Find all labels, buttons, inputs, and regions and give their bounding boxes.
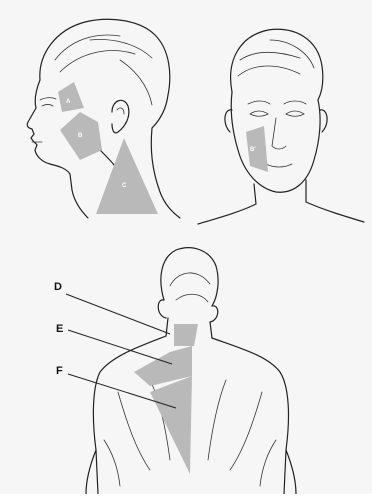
region-a — [58, 82, 84, 112]
callout-e: E — [56, 323, 63, 335]
back-ear-left — [158, 300, 166, 318]
back-torso-left — [93, 336, 166, 494]
face-front-view: B' — [198, 29, 364, 224]
face-front-neck-left — [198, 184, 256, 224]
face-front-hair — [231, 29, 323, 100]
face-front-brow-left — [248, 101, 270, 104]
back-arm-left — [86, 450, 96, 494]
region-b-prime-label: B' — [250, 147, 256, 153]
hair-stroke — [240, 52, 300, 60]
region-a-label: A — [66, 99, 71, 105]
back-hair-stroke — [176, 294, 208, 302]
hair-stroke — [238, 66, 300, 76]
head-side-ear — [112, 100, 129, 133]
region-c-label: C — [122, 183, 127, 189]
head-side-neck-front — [72, 190, 88, 218]
back-muscle-line — [104, 440, 120, 486]
region-f — [150, 376, 192, 474]
face-front-mouth — [266, 164, 292, 167]
face-front-brow-right — [284, 101, 306, 104]
back-head — [161, 248, 218, 306]
face-front-eye-left — [250, 111, 268, 116]
back-arm-right — [286, 450, 296, 494]
hair-stroke — [90, 40, 152, 58]
back-ear-right — [210, 306, 218, 322]
back-muscle-line — [118, 392, 150, 470]
hair-stroke — [270, 40, 314, 68]
head-side-neck-back — [151, 128, 180, 218]
back-muscle-line — [260, 440, 276, 486]
back-muscle-line — [230, 392, 262, 470]
ear-detail — [117, 108, 124, 114]
callout-f: F — [56, 365, 63, 377]
head-side-eye — [42, 105, 53, 107]
leader-d — [66, 294, 170, 334]
region-b-label: B — [78, 133, 83, 139]
head-side-hair — [40, 19, 170, 128]
hair-stroke — [120, 60, 152, 105]
region-c — [96, 138, 158, 214]
back-view: D E F — [54, 248, 296, 494]
back-torso-right — [212, 338, 288, 494]
face-front-ear-right — [320, 110, 327, 132]
face-front-eye-right — [286, 111, 304, 116]
face-front-outline — [231, 92, 320, 192]
hair-stroke — [55, 35, 120, 60]
face-front-neck-right — [306, 180, 364, 222]
region-d — [174, 324, 198, 346]
head-side-brow — [40, 98, 56, 100]
head-side-view: A B C — [27, 19, 180, 218]
callout-d: D — [54, 281, 62, 293]
back-muscle-line — [208, 380, 226, 460]
face-front-nose — [272, 118, 286, 149]
back-hair-stroke — [170, 273, 210, 286]
back-neck-right — [210, 322, 212, 338]
leader-e — [68, 330, 172, 364]
hair-stroke — [60, 51, 135, 72]
